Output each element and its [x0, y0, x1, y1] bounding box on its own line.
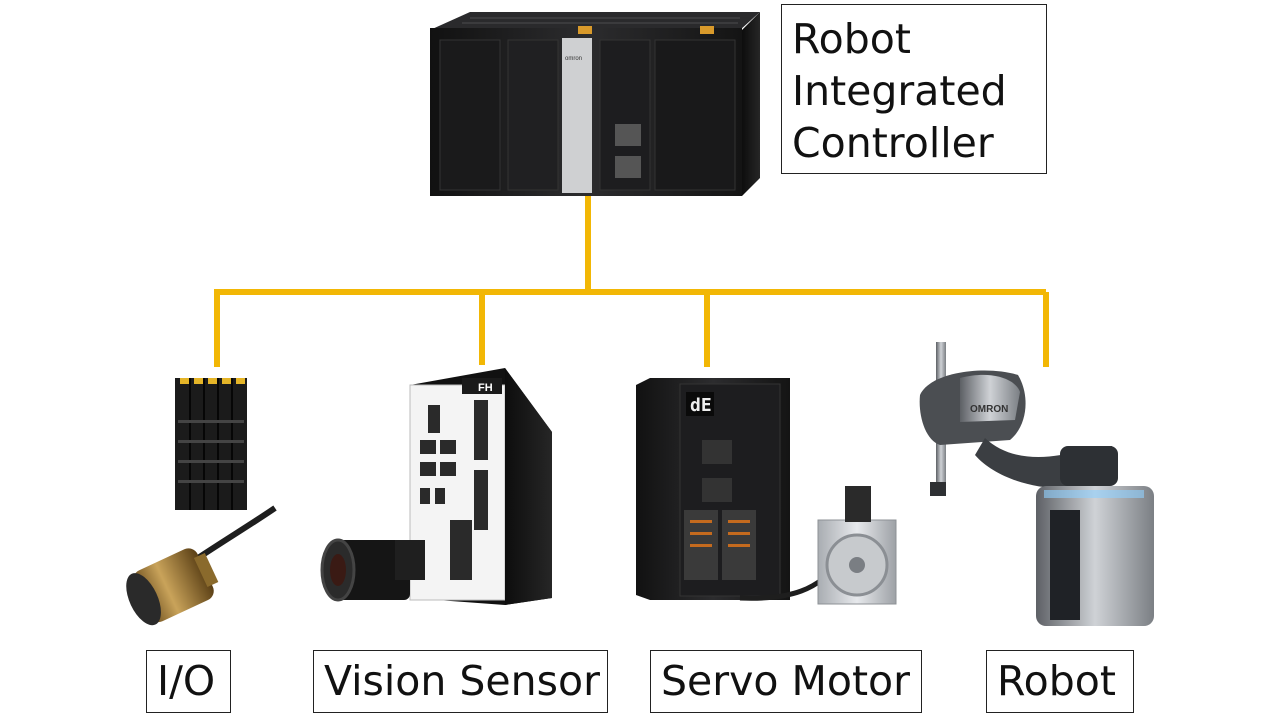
- io-label: I/O: [146, 650, 231, 713]
- servo-display: dE: [690, 395, 712, 416]
- robot-brand: OMRON: [970, 404, 1008, 415]
- controller-label: Robot Integrated Controller: [781, 4, 1047, 174]
- vision-sensor-label: Vision Sensor: [313, 650, 608, 713]
- servo-motor-image: dE: [636, 378, 897, 605]
- servo-motor-label: Servo Motor: [650, 650, 922, 713]
- controller-brand: omron: [565, 56, 582, 62]
- vision-sensor-image: FH: [320, 368, 552, 605]
- io-module-image: [175, 378, 247, 510]
- robot-image: OMRON: [919, 342, 1154, 626]
- vision-badge: FH: [478, 382, 493, 394]
- controller-image: omron: [430, 12, 760, 196]
- controller-label-line-1: Robot: [792, 15, 911, 63]
- proximity-sensor-image: [126, 505, 277, 626]
- controller-label-line-2: Integrated: [792, 67, 1007, 115]
- robot-label: Robot: [986, 650, 1134, 713]
- controller-label-line-3: Controller: [792, 119, 994, 167]
- bus-connector: [214, 196, 1049, 367]
